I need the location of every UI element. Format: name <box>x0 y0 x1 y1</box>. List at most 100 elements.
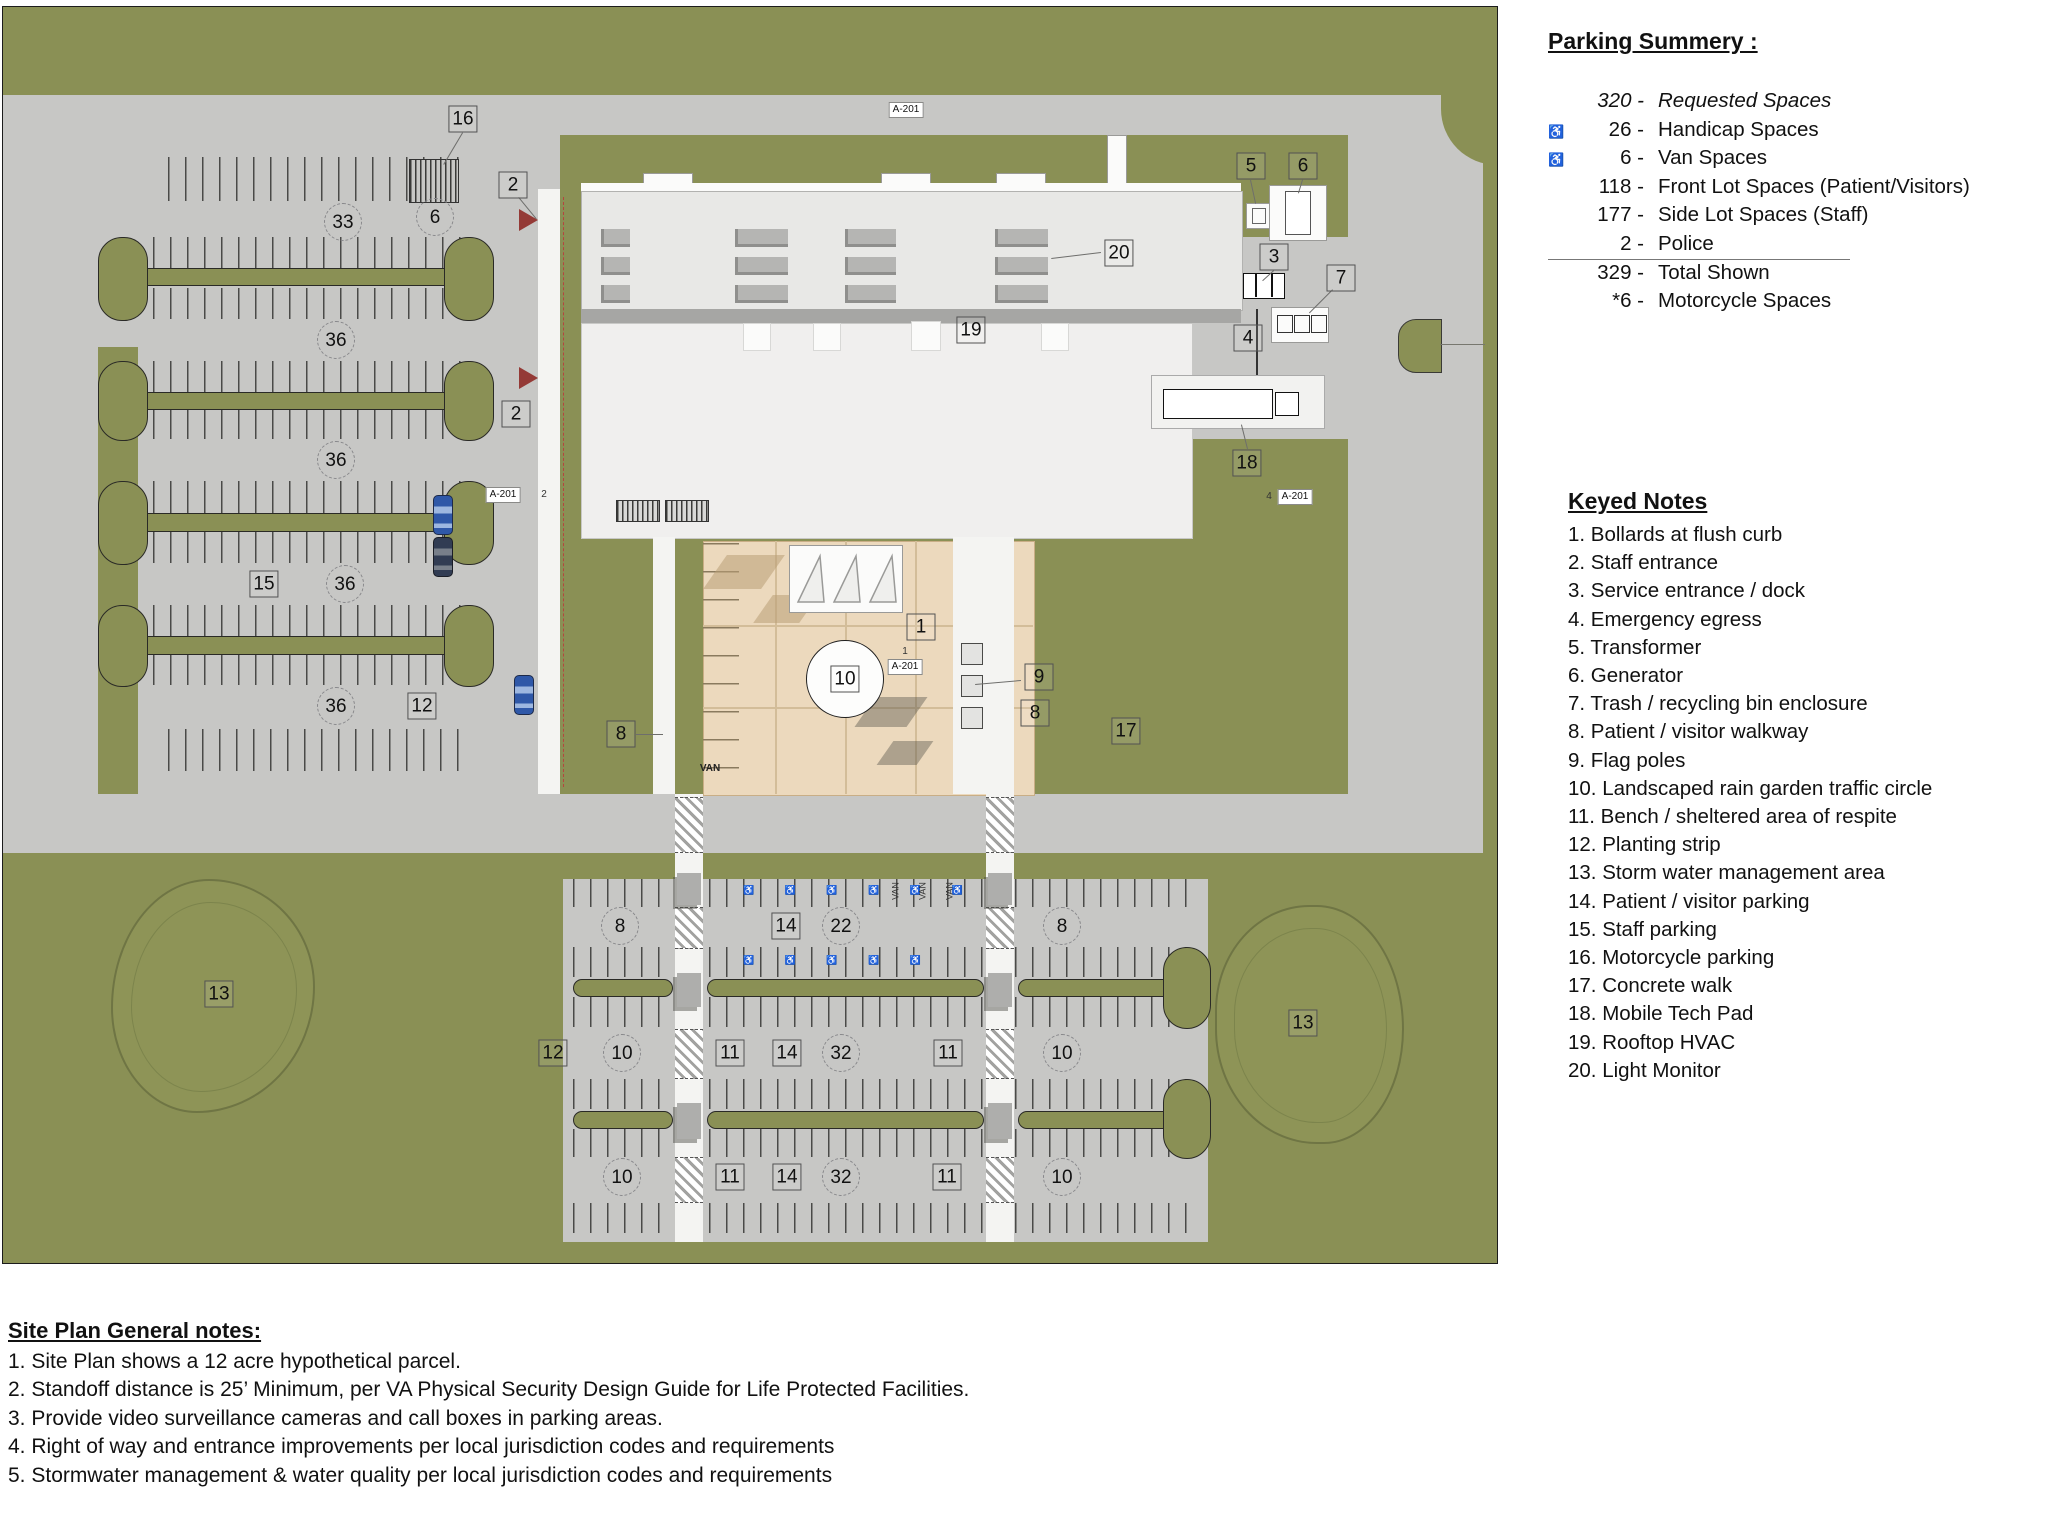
callout-10: 10 <box>603 1034 641 1072</box>
driveway-median <box>1398 319 1442 373</box>
pond-contour <box>1233 928 1388 1123</box>
bike-rack <box>616 500 660 522</box>
keyed-note: 2. Staff entrance <box>1568 551 1719 575</box>
rooftop-unit <box>845 257 896 275</box>
callout-13: 13 <box>204 980 234 1008</box>
bike-rack <box>665 500 709 522</box>
callout-11: 11 <box>933 1039 963 1067</box>
callout-VAN: VAN <box>917 882 928 900</box>
road-fillet-green <box>1303 749 1348 794</box>
crosswalk <box>986 1029 1014 1079</box>
building-upper-mass <box>581 191 1243 311</box>
island-endcap <box>444 361 494 441</box>
parking-summary-list: 320 - Requested Spaces ♿ 26 - Handicap S… <box>1548 89 2048 318</box>
parking-summary-panel: Parking Summery : 320 - Requested Spaces… <box>1548 28 2048 318</box>
callout-A-201: A-201 <box>1277 489 1313 505</box>
staff-entrance-marker <box>519 209 538 231</box>
crosswalk <box>675 1157 703 1203</box>
rooftop-unit <box>601 285 630 303</box>
planting-island <box>118 513 472 532</box>
parking-summary-row: ♿ 6 - Van Spaces <box>1548 146 2048 175</box>
callout-2: 2 <box>541 489 547 500</box>
callout-32: 32 <box>822 1158 860 1196</box>
rooftop-unit <box>735 257 788 275</box>
island-endcap <box>444 605 494 687</box>
callout-2: 2 <box>501 400 531 428</box>
callout-8: 8 <box>606 720 636 748</box>
callout-36: 36 <box>317 441 355 479</box>
callout-4: 4 <box>1266 491 1272 502</box>
keyed-note: 4. Emergency egress <box>1568 607 1762 631</box>
parking-count-label: Handicap Spaces <box>1658 117 1819 141</box>
staff-entrance-marker <box>519 367 538 389</box>
callout-33: 33 <box>324 203 362 241</box>
callout-A-201: A-201 <box>887 659 923 675</box>
crosswalk <box>986 1157 1014 1203</box>
callout-2: 2 <box>498 171 528 199</box>
bench-shelter <box>988 973 1012 1007</box>
trash-enclosure <box>1271 307 1329 343</box>
building-roof-edge <box>581 183 1241 191</box>
parking-summary-row: 177 - Side Lot Spaces (Staff) <box>1548 203 2048 232</box>
left-road <box>3 135 98 853</box>
keyed-note: 9. Flag poles <box>1568 748 1686 772</box>
planting-island <box>118 268 472 286</box>
callout-19: 19 <box>956 316 986 344</box>
callout-17: 17 <box>1111 717 1141 745</box>
top-road <box>3 95 1497 135</box>
parking-summary-row: 329 - Total Shown <box>1548 258 2048 290</box>
callout-22: 22 <box>822 907 860 945</box>
parking-count: 329 - <box>1597 260 1644 284</box>
keyed-note: 11. Bench / sheltered area of respite <box>1568 805 1897 829</box>
courtyard-east-walk <box>953 537 1014 794</box>
callout-1: 1 <box>906 613 936 641</box>
callout-A-201: A-201 <box>485 487 521 503</box>
parking-count-label: Police <box>1658 231 1714 255</box>
mobile-tech-truck-cab <box>1275 392 1299 416</box>
keyed-note: 13. Storm water management area <box>1568 861 1885 885</box>
rooftop-unit <box>735 285 788 303</box>
parking-count: 2 - <box>1620 231 1644 255</box>
keyed-note: 5. Transformer <box>1568 635 1702 659</box>
general-notes-title: Site Plan General notes: <box>8 1318 262 1343</box>
island-endcap <box>98 237 148 321</box>
crosswalk <box>675 907 703 949</box>
staff-walkway <box>538 189 560 794</box>
planting-island <box>118 636 472 655</box>
callout-18: 18 <box>1232 449 1262 477</box>
wheelchair-icon: ♿ <box>1548 152 1565 168</box>
island-endcap <box>98 605 148 687</box>
callout-5: 5 <box>1236 152 1266 180</box>
callout-16: 16 <box>448 105 478 133</box>
callout-12: 12 <box>538 1039 568 1067</box>
callout-32: 32 <box>822 1034 860 1072</box>
bench-shelter <box>677 873 701 905</box>
keyed-note: 1. Bollards at flush curb <box>1568 523 1783 546</box>
parking-summary-row: 320 - Requested Spaces <box>1548 89 2048 118</box>
parking-count: 26 - <box>1608 117 1644 141</box>
island-endcap <box>1163 947 1211 1029</box>
stall-row <box>573 1129 1198 1157</box>
building-parapet-band <box>581 309 1241 323</box>
callout-15: 15 <box>249 570 279 598</box>
flag-pole-base <box>961 707 983 729</box>
callout-13: 13 <box>1288 1009 1318 1037</box>
handicap-stall-icons: ♿ ♿ ♿ ♿ ♿ <box>743 955 936 965</box>
callout-VAN: VAN <box>890 882 901 900</box>
keyed-notes-title: Keyed Notes <box>1568 488 1708 514</box>
canopy-roof-glyphs <box>796 553 897 603</box>
rooftop-unit <box>601 229 630 247</box>
keyed-note: 17. Concrete walk <box>1568 974 1733 998</box>
callout-10: 10 <box>603 1158 641 1196</box>
crosswalk <box>675 1029 703 1079</box>
callout-7: 7 <box>1326 264 1356 292</box>
rooftop-unit <box>995 285 1048 303</box>
mobile-tech-truck-trailer <box>1163 389 1273 419</box>
stall-row <box>153 531 473 563</box>
parking-count-label: Front Lot Spaces (Patient/Visitors) <box>1658 174 1970 198</box>
general-note: 3. Provide video surveillance cameras an… <box>8 1406 663 1430</box>
parked-car <box>433 495 453 535</box>
bench-shelter <box>988 873 1012 905</box>
stall-row <box>168 729 473 771</box>
keyed-note: 14. Patient / visitor parking <box>1568 889 1810 913</box>
